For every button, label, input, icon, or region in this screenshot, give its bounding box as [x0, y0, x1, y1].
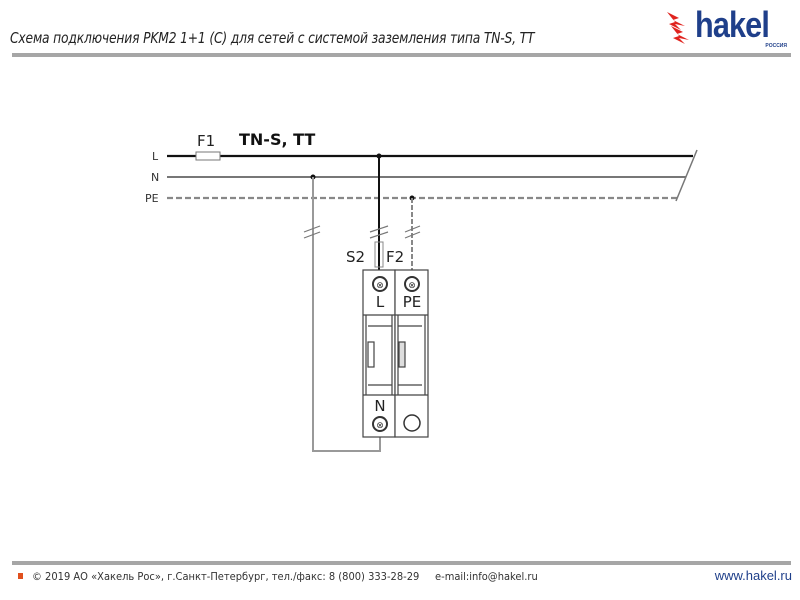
- label-f1: F1: [197, 132, 215, 150]
- terminal-screw-n: ⊗: [372, 416, 388, 432]
- header-divider: [12, 53, 791, 57]
- wire-n-branch: [312, 177, 381, 452]
- label-l: L: [152, 150, 159, 163]
- break-marks: [303, 225, 421, 239]
- footer-bullet-icon: [18, 573, 23, 579]
- label-f2: F2: [386, 248, 404, 266]
- hakel-logo: hakel РОССИЯ: [665, 4, 795, 50]
- footer-website-link[interactable]: www.hakel.ru: [714, 568, 792, 583]
- terminal-screw-l: ⊗: [372, 276, 388, 292]
- lightning-icon: [667, 12, 689, 44]
- terminal-label-pe: PE: [403, 293, 422, 311]
- footer-divider: [12, 561, 791, 565]
- logo-wordmark: hakel: [695, 4, 770, 45]
- surge-protector-device: [362, 269, 429, 438]
- logo-subtitle: РОССИЯ: [765, 43, 787, 49]
- terminal-screw-pe: ⊗: [404, 276, 420, 292]
- svg-text:⊗: ⊗: [376, 421, 384, 431]
- system-label: TN-S, TT: [239, 130, 315, 149]
- terminal-empty: [403, 414, 421, 432]
- label-s2: S2: [346, 248, 365, 266]
- svg-text:⊗: ⊗: [408, 281, 416, 291]
- slide-title: Схема подключения PKM2 1+1 (C) для сетей…: [10, 29, 535, 47]
- fuse-f1: [195, 151, 221, 161]
- label-n: N: [151, 171, 159, 184]
- svg-text:⊗: ⊗: [376, 281, 384, 291]
- label-pe: PE: [145, 192, 159, 205]
- terminal-label-n: N: [374, 397, 385, 415]
- fuse-s2: [374, 241, 384, 268]
- footer-copyright: © 2019 АО «Хакель Рос», г.Санкт-Петербур…: [32, 570, 538, 583]
- bus-end-mark: [675, 149, 698, 202]
- terminal-label-l: L: [376, 293, 385, 311]
